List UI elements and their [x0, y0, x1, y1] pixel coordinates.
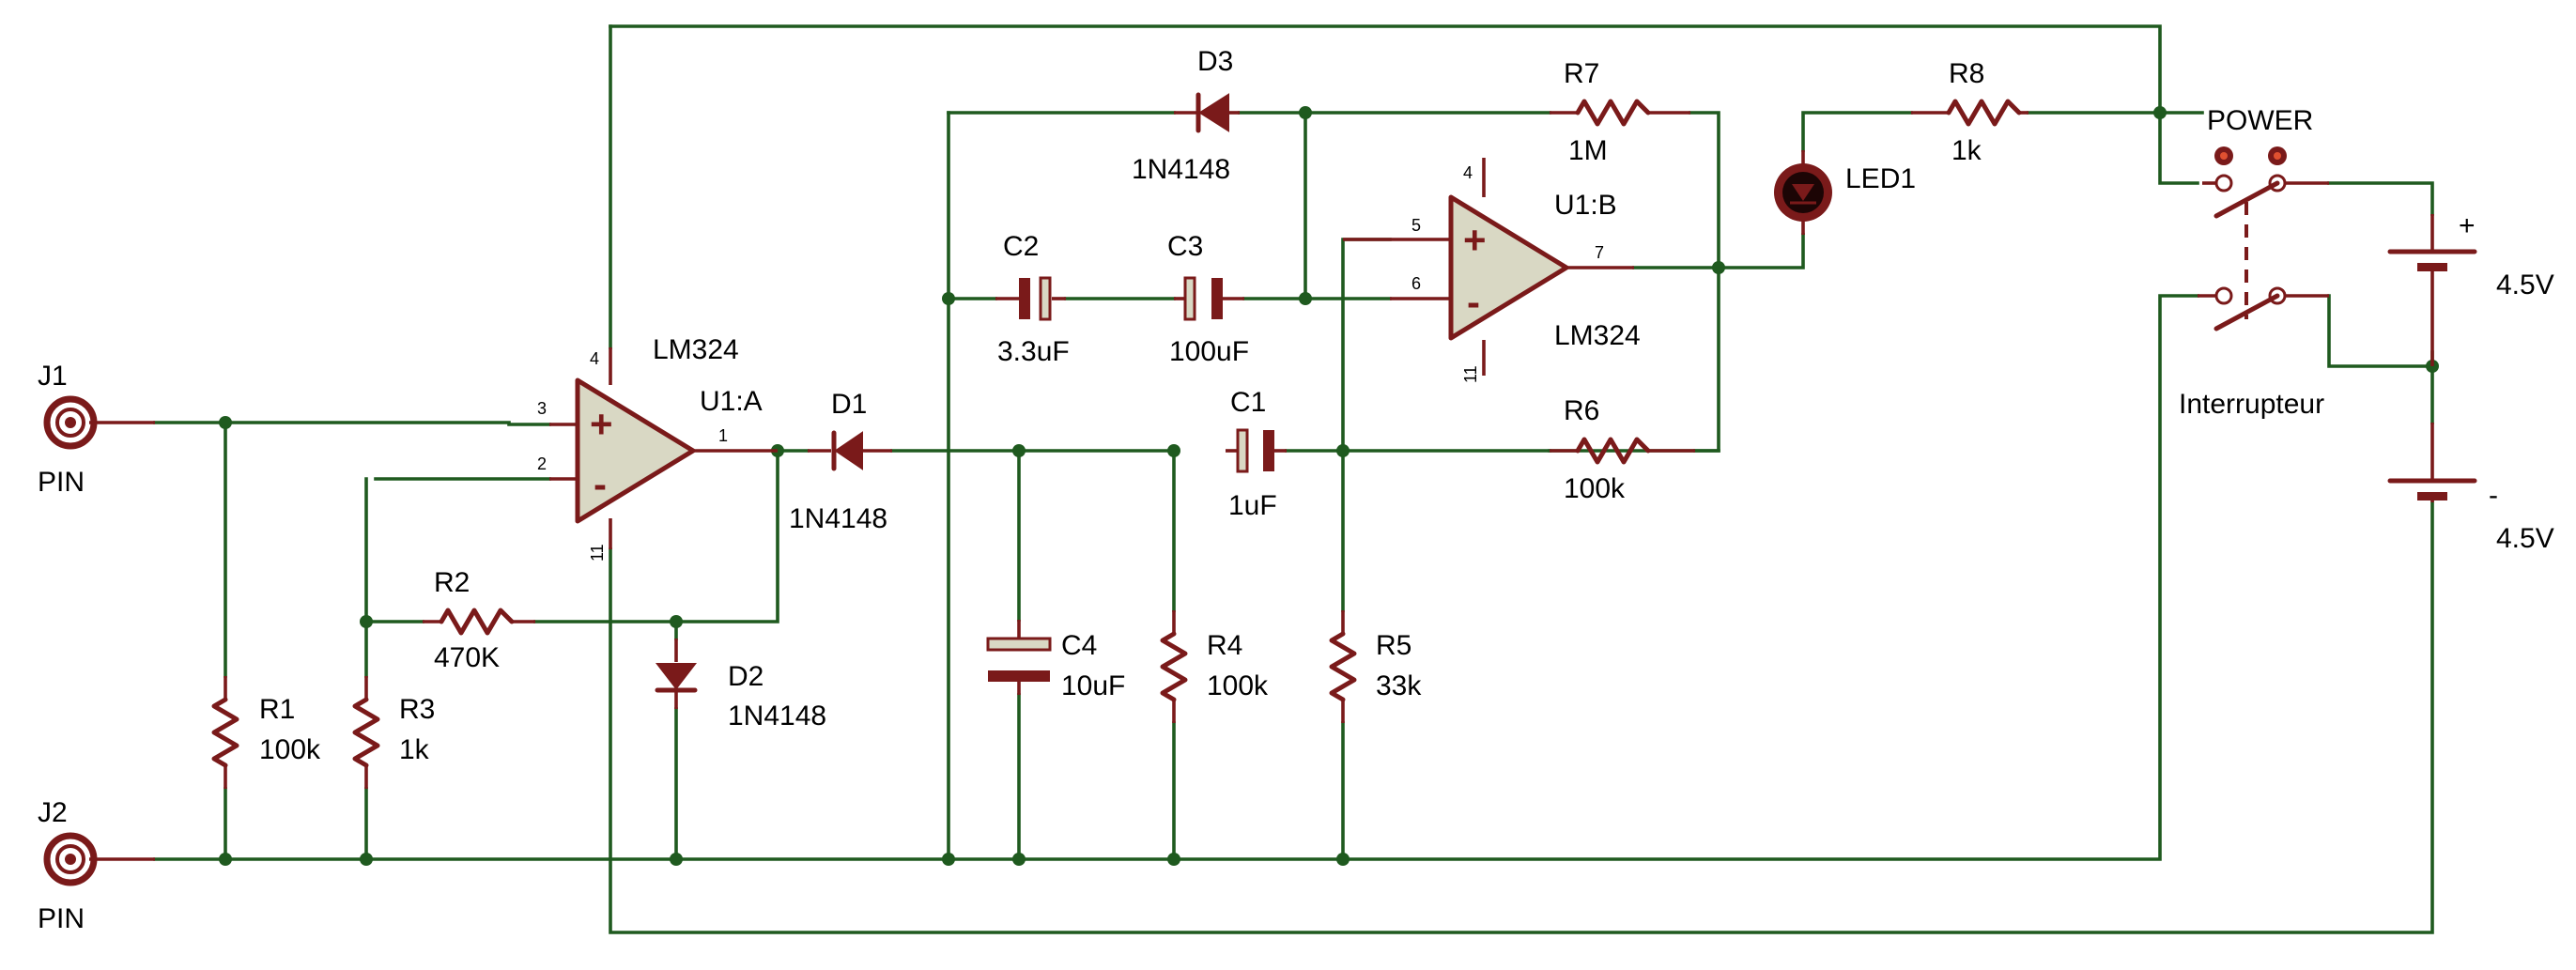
- r3-ref: R3: [399, 694, 435, 725]
- diode-d2: D2 1N4148: [655, 639, 826, 731]
- battery-bottom-voltage: 4.5V: [2496, 523, 2554, 554]
- c3-value: 100uF: [1169, 336, 1249, 367]
- u1a-pin-gnd: 11: [588, 544, 607, 562]
- battery-bottom: - 4.5V: [2387, 423, 2554, 554]
- u1a-ref: U1:A: [700, 386, 763, 417]
- resistor-r7: R7 1M: [1550, 58, 1690, 166]
- connector-j1: J1 PIN: [38, 361, 155, 498]
- battery-top: + 4.5V: [2387, 210, 2554, 366]
- r7-ref: R7: [1564, 58, 1599, 89]
- j2-type: PIN: [38, 903, 85, 934]
- u1b-pin-minus: 6: [1411, 274, 1421, 293]
- r7-value: 1M: [1568, 135, 1608, 166]
- d1-model: 1N4148: [789, 503, 887, 534]
- svg-text:+: +: [1463, 218, 1487, 262]
- u1a-pin-minus: 2: [537, 454, 547, 473]
- u1b-model: LM324: [1554, 320, 1641, 351]
- u1b-pin-gnd: 11: [1461, 365, 1480, 383]
- diode-d1: D1 1N4148: [789, 389, 892, 534]
- resistor-r2: R2 470K: [423, 567, 535, 673]
- c1-ref: C1: [1230, 387, 1266, 418]
- r1-value: 100k: [259, 734, 321, 765]
- u1b-pin-out: 7: [1595, 243, 1604, 262]
- r8-value: 1k: [1951, 135, 1982, 166]
- r6-value: 100k: [1564, 473, 1626, 504]
- opamp-u1b: + - 5 6 7 4 11 U1:B LM324: [1343, 158, 1641, 383]
- u1a-model: LM324: [653, 334, 739, 365]
- c4-ref: C4: [1061, 630, 1097, 661]
- r2-ref: R2: [434, 567, 470, 598]
- c3-ref: C3: [1167, 231, 1203, 262]
- c4-value: 10uF: [1061, 670, 1125, 701]
- r8-ref: R8: [1949, 58, 1984, 89]
- connector-j2: J2 PIN: [38, 797, 155, 934]
- capacitor-c2: C2 3.3uF: [995, 231, 1070, 367]
- j2-ref: J2: [38, 797, 68, 828]
- d2-model: 1N4148: [728, 701, 826, 731]
- d1-ref: D1: [831, 389, 867, 420]
- r6-ref: R6: [1564, 395, 1599, 426]
- j1-ref: J1: [38, 361, 68, 392]
- wires: [153, 24, 2434, 934]
- battery-bottom-sign: -: [2489, 480, 2498, 511]
- svg-text:+: +: [590, 402, 613, 446]
- u1b-pin-vcc: 4: [1463, 163, 1473, 182]
- r5-ref: R5: [1376, 630, 1411, 661]
- u1b-ref: U1:B: [1554, 190, 1617, 221]
- u1b-pin-plus: 5: [1411, 216, 1421, 235]
- u1a-pin-out: 1: [718, 426, 728, 445]
- junction-dots: [219, 106, 2439, 866]
- r3-value: 1k: [399, 734, 430, 765]
- diode-d3: D3 1N4148: [1132, 46, 1240, 185]
- svg-text:-: -: [594, 462, 607, 506]
- power-switch: POWER Interrupteur: [2179, 105, 2329, 420]
- d2-ref: D2: [728, 661, 764, 692]
- r1-ref: R1: [259, 694, 295, 725]
- resistor-r3: R3 1k: [352, 676, 435, 789]
- led1-ref: LED1: [1845, 163, 1916, 194]
- opamp-u1a: + - 3 2 1 4 11 LM324 U1:A: [537, 334, 778, 562]
- c2-ref: C2: [1003, 231, 1039, 262]
- u1a-pin-plus: 3: [537, 399, 547, 418]
- r4-value: 100k: [1207, 670, 1269, 701]
- c2-value: 3.3uF: [997, 336, 1070, 367]
- capacitor-c4: C4 10uF: [986, 620, 1125, 701]
- r2-value: 470K: [434, 642, 500, 673]
- battery-top-voltage: 4.5V: [2496, 269, 2554, 300]
- u1a-pin-vcc: 4: [590, 349, 599, 368]
- resistor-r8: R8 1k: [1911, 58, 2028, 166]
- capacitor-c1: C1 1uF: [1226, 387, 1287, 521]
- led-led1: LED1: [1774, 150, 1916, 235]
- d3-ref: D3: [1197, 46, 1233, 77]
- switch-title: POWER: [2207, 105, 2313, 136]
- r5-value: 33k: [1376, 670, 1422, 701]
- r4-ref: R4: [1207, 630, 1242, 661]
- capacitor-c3: C3 100uF: [1167, 231, 1249, 367]
- resistor-r6: R6 100k: [1550, 395, 1695, 504]
- resistor-r1: R1 100k: [211, 676, 321, 789]
- battery-top-sign: +: [2459, 210, 2476, 241]
- resistor-r5: R5 33k: [1329, 610, 1422, 723]
- d3-model: 1N4148: [1132, 154, 1230, 185]
- svg-text:-: -: [1467, 280, 1480, 324]
- resistor-r4: R4 100k: [1160, 610, 1269, 723]
- j1-type: PIN: [38, 467, 85, 498]
- switch-name: Interrupteur: [2179, 389, 2324, 420]
- c1-value: 1uF: [1228, 490, 1277, 521]
